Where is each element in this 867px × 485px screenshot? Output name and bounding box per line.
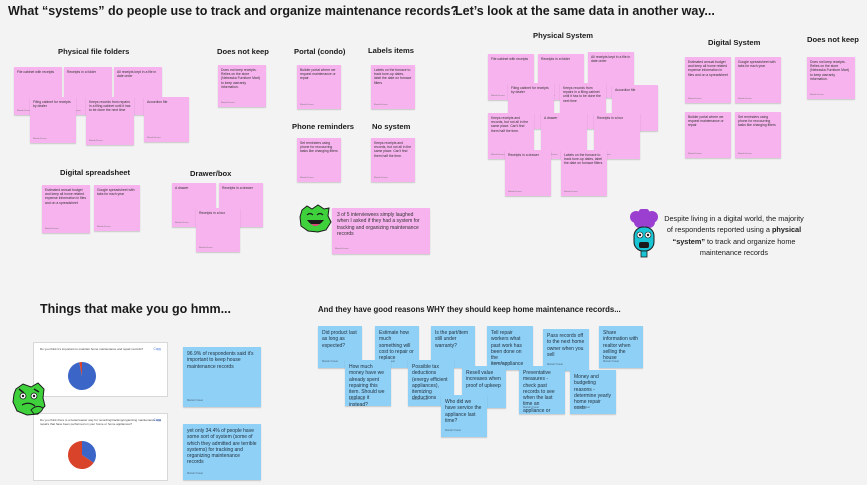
sticky-note: Builder portal where we request maintena… [297,65,341,109]
survey-question: Do you think it's important to maintain … [40,347,144,351]
reason-note: Who did we have service the appliance la… [441,395,487,437]
sticky-note: Google spreadsheet with tabs for each ye… [94,185,140,231]
survey-question: Do you think there is a better/easier wa… [40,418,162,426]
sticky-note: Estimated annual budget and keep all hom… [42,185,90,233]
stat-note-1: 96.9% of respondents said it's important… [183,347,261,407]
reason-note: Did product last as long as expected?Mar… [318,326,362,368]
sticky-note: Labels on the furnace to track tune-up d… [561,150,607,196]
pie-slice [79,362,82,376]
title-good-reasons: And they have good reasons WHY they shou… [318,305,621,314]
sticky-note: Does not keep receipts. Relies on the st… [218,65,266,107]
title-systems: What “systems” do people use to track an… [8,4,459,18]
group-digital-spreadsheet: Digital spreadsheet [60,168,131,177]
title-hmm: Things that make you go hmm... [40,302,231,316]
reason-note: How much money have we already spent rep… [345,360,391,406]
summary-text: Despite living in a digital world, the m… [664,214,804,257]
pie-slice [68,441,94,469]
survey-card-2: Do you think there is a better/easier wa… [33,413,168,481]
group-portal-condo: Portal (condo) [294,47,346,56]
group-physical-system: Physical System [533,31,593,40]
confused-face-icon [12,382,46,416]
interviewees-note: 3 of 5 interviewees simply laughed when … [332,208,430,254]
sticky-note: Set reminders using phone for reoccurrin… [297,138,341,182]
laughing-face-icon [299,204,332,233]
title-another-way: Let’s look at the same data in another w… [455,4,715,18]
group-drawer-box: Drawer/box [190,169,232,178]
pie-slice [82,441,96,463]
pie-chart-1 [68,362,96,390]
group-labels-items: Labels items [368,46,415,55]
reason-note: Pass records off to the next home owner … [543,329,589,371]
group-does-not-keep-2: Does not keep [807,35,859,44]
group-does-not-keep: Does not keep [217,47,269,56]
copy-button[interactable]: Copy [153,418,161,422]
reason-note: Share information with realtor when sell… [599,326,643,368]
sticky-note: Set reminders using phone for reoccurrin… [735,112,781,158]
sticky-note: Keeps receipts and records, but not all … [371,138,415,182]
reason-note: Preventative measures - check past recor… [519,366,565,414]
pie-chart-2 [68,441,96,469]
group-digital-system: Digital System [708,38,761,47]
sticky-note: Labels on the furnace to track tune-up d… [371,65,415,109]
survey-card-1: Do you think it's important to maintain … [33,342,168,397]
sticky-note: Estimated annual budget and keep all hom… [685,57,731,103]
stat-note-2: yet only 34.4% of people have some sort … [183,424,261,480]
group-physical-file-folders: Physical file folders [58,47,130,56]
group-phone-reminders: Phone reminders [292,122,355,131]
surprised-face-icon [630,209,658,258]
sticky-note: Does not keep receipts. Relies on the st… [807,57,855,99]
reason-note: Money and budgeting reasons - determine … [570,370,616,414]
group-no-system: No system [372,122,411,131]
reason-note: Tell repair workers what past work has b… [487,326,533,370]
sticky-note: Builder portal where we request maintena… [685,112,731,158]
sticky-note: Keeps records from repairs in a filing c… [86,97,134,145]
sticky-note: Google spreadsheet with tabs for each ye… [735,57,781,103]
copy-button[interactable]: Copy [153,347,161,351]
